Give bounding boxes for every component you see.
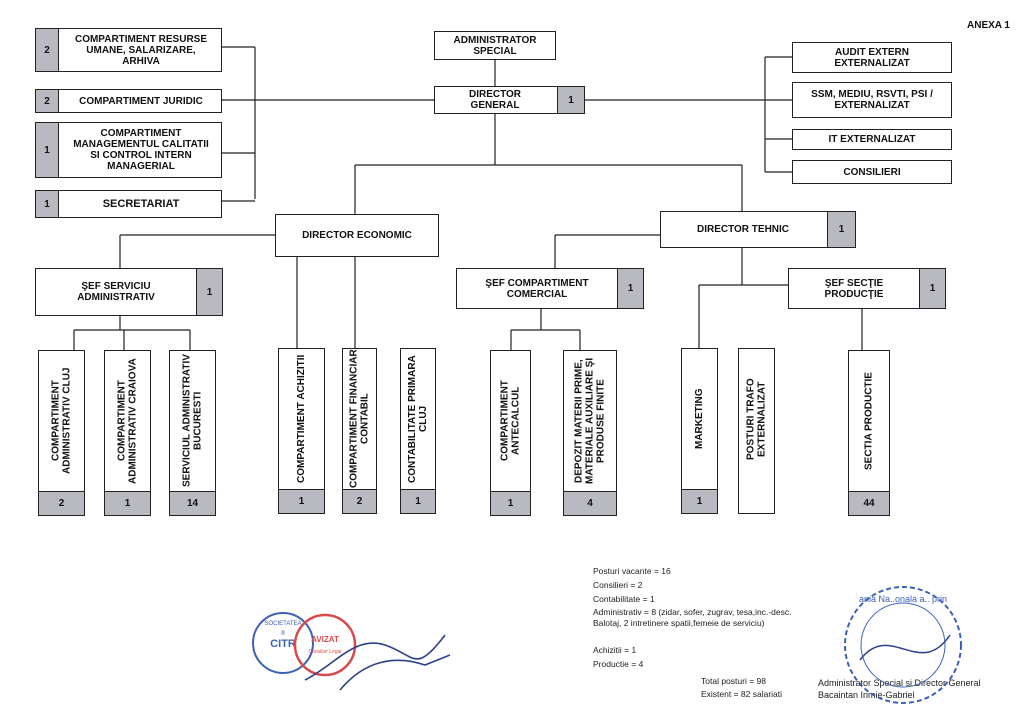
note-contabilitate: Contabilitate = 1 xyxy=(593,594,655,604)
citr-stamp-mid: CITR xyxy=(270,638,296,650)
hr-compartment-box: 2 COMPARTIMENT RESURSE UMANE, SALARIZARE… xyxy=(35,28,222,72)
quality-management-box: 1 COMPARTIMENT MANAGEMENTUL CALITATII SI… xyxy=(35,122,222,178)
it-box: IT EXTERNALIZAT xyxy=(792,129,952,150)
note-existent: Existent = 82 salariati xyxy=(701,689,783,699)
avizat-stamp-sub: Consilier Legal xyxy=(308,649,341,655)
stamps-and-signature: SOCIETATEA CITR ® AVIZAT Consilier Legal xyxy=(252,612,451,691)
citr-stamp-top: SOCIETATEA xyxy=(264,621,301,627)
unit-count: 2 xyxy=(342,489,377,514)
unit-sectia-productie: SECTIA PRODUCTIE 44 xyxy=(848,350,890,516)
avizat-stamp-circle xyxy=(293,613,357,677)
secretariat-count: 1 xyxy=(35,190,59,218)
director-tehnic-label: DIRECTOR TEHNIC xyxy=(696,224,790,235)
sef-serviciu-count: 1 xyxy=(196,268,223,316)
note-consilieri: Consilieri = 2 xyxy=(593,580,643,590)
juridic-compartment-count: 2 xyxy=(35,89,59,113)
citr-stamp-sub: ® xyxy=(281,630,286,637)
unit-administrativ-cluj: COMPARTIMENT ADMINISTRATIV CLUJ 2 xyxy=(38,350,85,516)
ssm-label: SSM, MEDIU, RSVTI, PSI / EXTERNALIZAT xyxy=(811,89,933,111)
consilieri-label: CONSILIERI xyxy=(843,166,901,178)
ssm-box: SSM, MEDIU, RSVTI, PSI / EXTERNALIZAT xyxy=(792,82,952,118)
unit-financiar-contabil: COMPARTIMENT FINANCIAR CONTABIL 2 xyxy=(342,348,377,514)
consilieri-box: CONSILIERI xyxy=(792,160,952,184)
unit-posturi-trafo: POSTURI TRAFO EXTERNALIZAT xyxy=(738,348,775,514)
secretariat-box: 1 SECRETARIAT xyxy=(35,190,222,218)
hr-compartment-count: 2 xyxy=(35,28,59,72)
unit-label: SECTIA PRODUCTIE xyxy=(863,372,875,470)
sef-compartiment-label: ŞEF COMPARTIMENT COMERCIAL xyxy=(485,277,589,300)
sef-serviciu-label: ŞEF SERVICIU ADMINISTRATIV xyxy=(77,281,155,303)
unit-label: DEPOZIT MATERII PRIME, MATERIALE AUXILIA… xyxy=(573,357,607,485)
unit-count: 4 xyxy=(563,491,617,516)
director-tehnic-box: DIRECTOR TEHNIC 1 xyxy=(660,211,856,248)
note-administrativ: Administrativ = 8 (zidar, sofer, zugrav,… xyxy=(593,607,792,628)
unit-label: COMPARTIMENT FINANCIAR CONTABIL xyxy=(348,349,371,489)
citr-stamp-circle xyxy=(252,612,314,674)
unit-label: POSTURI TRAFO EXTERNALIZAT xyxy=(745,378,768,460)
administrator-special-label: ADMINISTRATOR SPECIAL xyxy=(453,34,537,57)
note-productie: Productie = 4 xyxy=(593,659,644,669)
note-vacante: Posturi vacante = 16 xyxy=(593,566,671,576)
unit-count: 1 xyxy=(278,489,325,514)
it-label: IT EXTERNALIZAT xyxy=(828,134,916,145)
hr-compartment-label: COMPARTIMENT RESURSE UMANE, SALARIZARE, … xyxy=(74,33,208,67)
secretariat-label: SECRETARIAT xyxy=(102,197,180,210)
quality-management-label: COMPARTIMENT MANAGEMENTUL CALITATII SI C… xyxy=(73,128,209,172)
right-stamp-text: ania Na..onala a.. prin xyxy=(859,594,947,604)
avizat-stamp-title: AVIZAT xyxy=(311,635,339,644)
sef-compartiment-box: ŞEF COMPARTIMENT COMERCIAL 1 xyxy=(456,268,644,309)
sef-sectie-count: 1 xyxy=(919,268,946,309)
director-tehnic-count: 1 xyxy=(827,211,856,248)
administrator-special-box: ADMINISTRATOR SPECIAL xyxy=(434,31,556,60)
sef-sectie-label: ŞEF SECŢIE PRODUCŢIE xyxy=(824,277,884,300)
sef-sectie-box: ŞEF SECŢIE PRODUCŢIE 1 xyxy=(788,268,946,309)
sef-serviciu-box: ŞEF SERVICIU ADMINISTRATIV 1 xyxy=(35,268,223,316)
unit-label: COMPARTIMENT ADMINISTRATIV CRAIOVA xyxy=(116,358,139,484)
unit-label: SERVICIUL ADMINISTRATIV BUCURESTI xyxy=(181,354,204,488)
unit-count: 14 xyxy=(169,491,216,516)
juridic-compartment-box: 2 COMPARTIMENT JURIDIC xyxy=(35,89,222,113)
unit-achizitii: COMPARTIMENT ACHIZITII 1 xyxy=(278,348,325,514)
unit-marketing: MARKETING 1 xyxy=(681,348,718,514)
unit-count: 1 xyxy=(104,491,151,516)
right-stamp: ania Na..onala a.. prin xyxy=(844,586,962,704)
signature-name: Bacaintan Irimie-Gabriel xyxy=(818,690,915,700)
annex-label: ANEXA 1 xyxy=(967,19,1010,31)
unit-antecalcul: COMPARTIMENT ANTECALCUL 1 xyxy=(490,350,531,516)
director-economic-label: DIRECTOR ECONOMIC xyxy=(302,230,412,241)
unit-count: 1 xyxy=(400,489,436,514)
unit-label: COMPARTIMENT ADMINISTRATIV CLUJ xyxy=(50,367,73,475)
unit-label: COMPARTIMENT ANTECALCUL xyxy=(499,380,522,462)
unit-administrativ-craiova: COMPARTIMENT ADMINISTRATIV CRAIOVA 1 xyxy=(104,350,151,516)
unit-count: 44 xyxy=(848,491,890,516)
director-general-label: DIRECTOR GENERAL xyxy=(468,89,522,111)
director-general-box: DIRECTOR GENERAL 1 xyxy=(434,86,585,114)
juridic-compartment-label: COMPARTIMENT JURIDIC xyxy=(79,95,203,107)
unit-label: COMPARTIMENT ACHIZITII xyxy=(296,354,307,484)
unit-label: CONTABILITATE PRIMARA CLUJ xyxy=(407,355,429,483)
unit-depozit: DEPOZIT MATERII PRIME, MATERIALE AUXILIA… xyxy=(563,350,617,516)
quality-management-count: 1 xyxy=(35,122,59,178)
sef-compartiment-count: 1 xyxy=(617,268,644,309)
unit-count: 2 xyxy=(38,491,85,516)
unit-count: 1 xyxy=(681,489,718,514)
signature-scribble xyxy=(304,634,451,691)
note-achizitii: Achizitii = 1 xyxy=(593,645,637,655)
unit-count: 1 xyxy=(490,491,531,516)
unit-label: MARKETING xyxy=(694,388,705,450)
unit-administrativ-bucuresti: SERVICIUL ADMINISTRATIV BUCURESTI 14 xyxy=(169,350,216,516)
audit-label: AUDIT EXTERN EXTERNALIZAT xyxy=(834,46,910,69)
note-total: Total posturi = 98 xyxy=(701,676,766,686)
audit-box: AUDIT EXTERN EXTERNALIZAT xyxy=(792,42,952,73)
unit-contabilitate-primara: CONTABILITATE PRIMARA CLUJ 1 xyxy=(400,348,436,514)
director-general-count: 1 xyxy=(557,86,585,114)
director-economic-box: DIRECTOR ECONOMIC xyxy=(275,214,439,257)
signature-title: Administrator Special si Director Genera… xyxy=(818,678,981,688)
